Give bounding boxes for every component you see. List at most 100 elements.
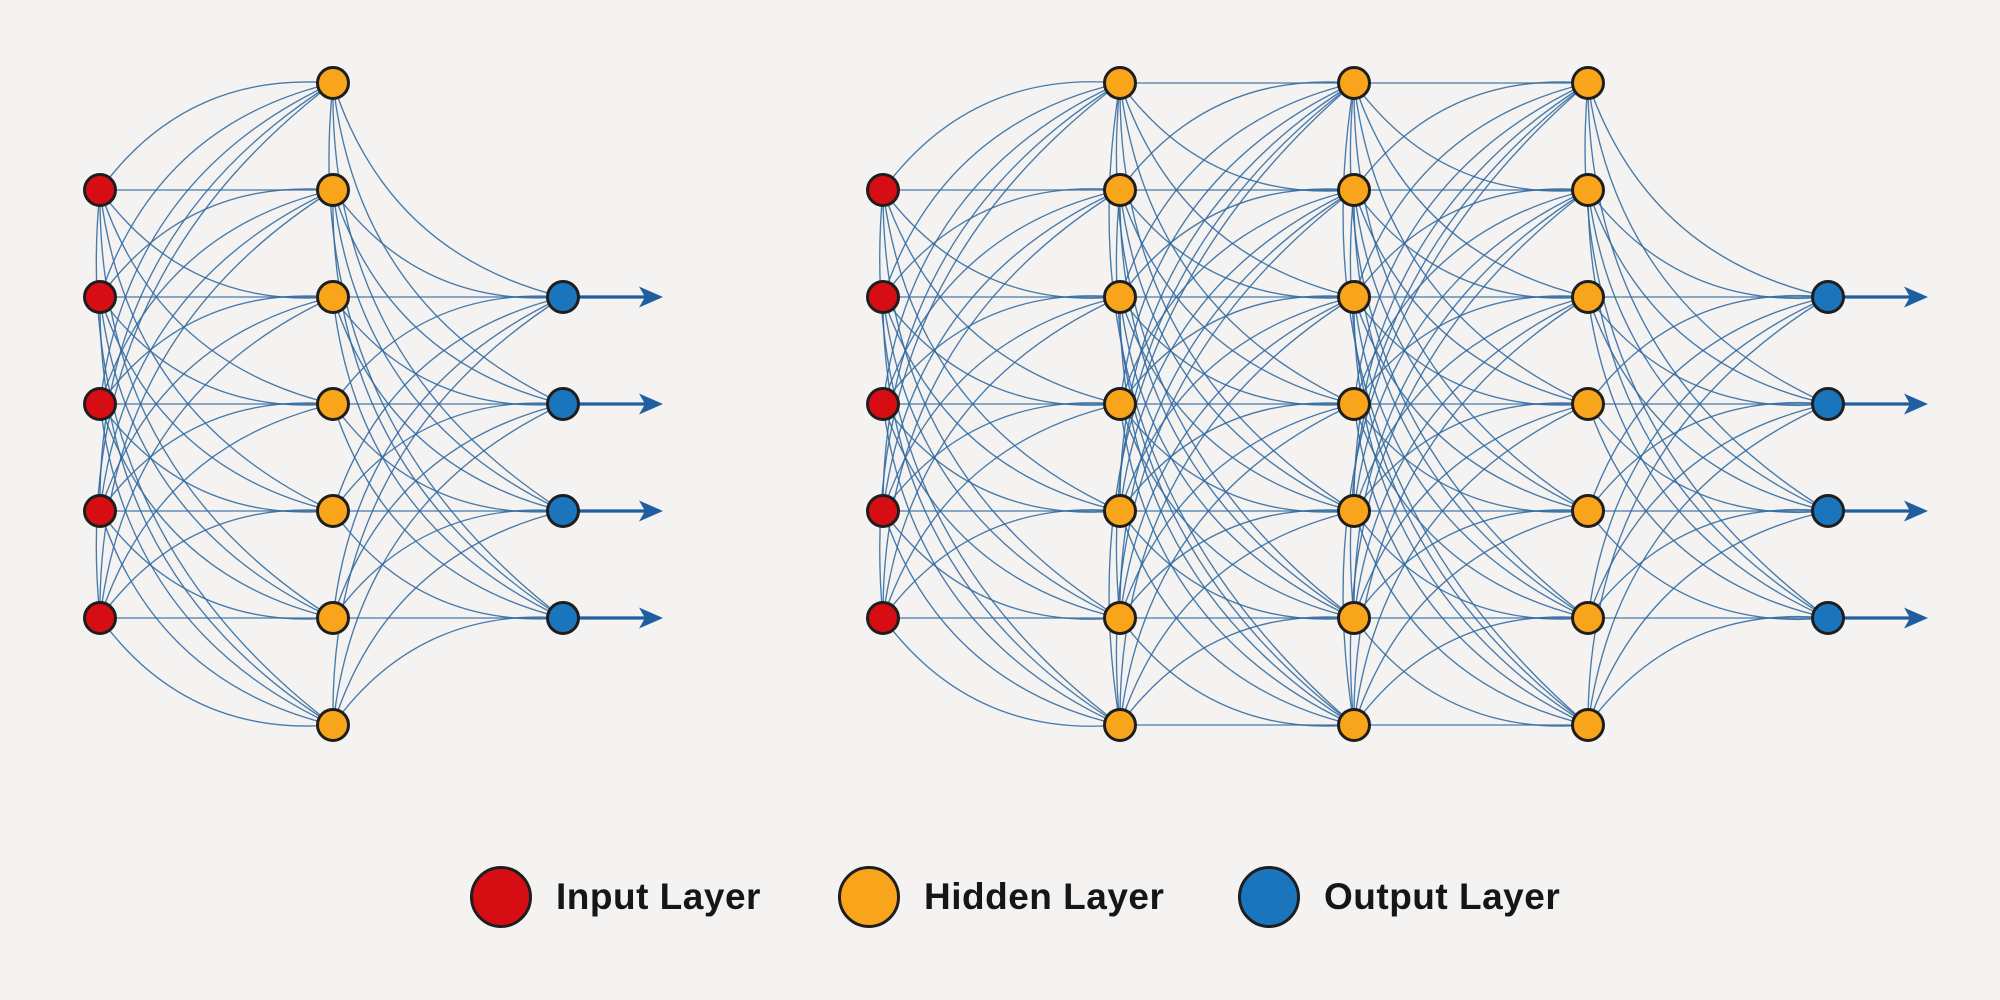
edge <box>332 403 564 726</box>
input-node <box>83 494 117 528</box>
edge <box>1587 296 1829 619</box>
input-node <box>866 173 900 207</box>
edge <box>1353 189 1589 619</box>
edge <box>332 82 564 298</box>
hidden-node <box>1103 494 1137 528</box>
edge <box>328 82 564 619</box>
input-node <box>83 601 117 635</box>
edge <box>1119 82 1355 298</box>
edge <box>1119 403 1355 726</box>
output-node <box>1811 494 1845 528</box>
edge <box>882 189 1121 619</box>
edge <box>882 188 1121 298</box>
edge <box>1119 403 1355 619</box>
edge <box>99 403 334 726</box>
edge <box>882 82 1121 298</box>
edge <box>1119 616 1355 726</box>
edge <box>332 510 564 726</box>
edge <box>1119 295 1355 405</box>
hidden-node <box>1103 601 1137 635</box>
edge <box>332 296 564 726</box>
hidden-node <box>1103 280 1137 314</box>
edge <box>99 403 334 619</box>
output-node <box>1811 601 1845 635</box>
hidden-node <box>1337 387 1371 421</box>
edge <box>1353 82 1589 405</box>
output-arrowhead <box>1904 393 1928 415</box>
edge <box>882 296 1121 619</box>
hidden-node <box>1103 66 1137 100</box>
edge <box>1353 403 1589 726</box>
edge <box>99 82 334 298</box>
edge <box>99 510 334 726</box>
edge <box>332 189 564 619</box>
edge <box>332 296 564 619</box>
edge <box>332 403 564 619</box>
edge <box>1353 296 1589 512</box>
edge <box>882 403 1121 513</box>
hidden-node <box>1571 494 1605 528</box>
edge <box>1119 82 1355 405</box>
edge <box>99 296 334 619</box>
edge <box>1353 82 1589 298</box>
edge <box>1119 510 1355 726</box>
edge <box>1587 294 1829 405</box>
edge <box>99 82 334 512</box>
edge <box>1353 510 1589 726</box>
edge <box>1587 510 1829 726</box>
hidden-node <box>1571 173 1605 207</box>
edge <box>1353 296 1589 726</box>
edge <box>1119 617 1355 727</box>
edge <box>882 403 1121 726</box>
edge <box>99 295 334 405</box>
edge <box>99 81 334 191</box>
edge <box>332 296 564 512</box>
edge <box>1119 296 1355 726</box>
edge <box>1119 189 1355 619</box>
hidden-node <box>1571 280 1605 314</box>
edge <box>882 617 1121 727</box>
hidden-node <box>1103 387 1137 421</box>
edge <box>332 189 564 512</box>
edge <box>99 189 334 619</box>
edge <box>1119 81 1355 191</box>
edge <box>99 296 334 512</box>
edge <box>882 295 1121 405</box>
edge <box>1119 82 1355 512</box>
hidden-node <box>316 173 350 207</box>
edge <box>882 403 1121 619</box>
edge <box>1119 403 1355 513</box>
output-arrowhead <box>639 500 663 522</box>
input-node <box>866 494 900 528</box>
hidden-node <box>316 494 350 528</box>
edge <box>1353 403 1589 619</box>
edge <box>1119 189 1355 299</box>
edge <box>1587 403 1829 726</box>
edge <box>882 510 1121 620</box>
edge <box>1119 510 1355 726</box>
edge <box>99 296 334 619</box>
edge <box>882 189 1121 299</box>
input-node <box>83 280 117 314</box>
output-arrowhead <box>639 286 663 308</box>
hidden-node <box>1103 708 1137 742</box>
edge <box>882 81 1121 191</box>
edge <box>882 509 1121 619</box>
edge <box>1119 403 1355 726</box>
edge <box>1349 82 1589 619</box>
edge <box>1353 189 1589 405</box>
edge <box>1119 296 1355 512</box>
edge <box>1353 82 1589 405</box>
edge <box>1119 189 1355 512</box>
hidden-node <box>316 387 350 421</box>
edge <box>1353 189 1589 619</box>
input-node <box>866 601 900 635</box>
edge <box>99 402 334 512</box>
edge <box>332 295 564 405</box>
edge <box>1349 82 1589 619</box>
edge <box>1353 189 1589 299</box>
edge <box>1587 296 1829 512</box>
edge <box>1119 296 1355 619</box>
